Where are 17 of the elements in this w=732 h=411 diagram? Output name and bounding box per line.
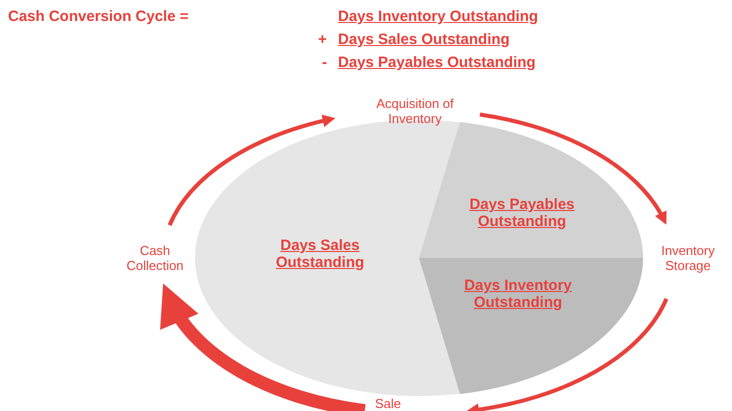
formula-term: Days Payables Outstanding [338,54,536,71]
sector-label: Days Payables Outstanding [457,196,587,230]
sector-label: Days Inventory Outstanding [453,277,583,311]
stage-label: Acquisition of Inventory [360,96,470,126]
stage-label: Sale [375,396,402,410]
sector-label: Days Sales Outstanding [255,237,385,271]
cycle-arrow [466,298,668,411]
formula-term: Days Sales Outstanding [338,31,510,48]
formula-term: Days Inventory Outstanding [338,8,538,25]
cycle-arrow [162,284,366,411]
stage-label: Cash Collection [115,243,195,273]
cycle-arrow [480,112,667,224]
operator-sign: - [322,54,327,71]
operator-sign: + [318,31,327,48]
cycle-arrow [168,114,336,226]
stage-label: Inventory Storage [648,243,728,273]
formula-heading: Cash Conversion Cycle = [8,8,188,25]
